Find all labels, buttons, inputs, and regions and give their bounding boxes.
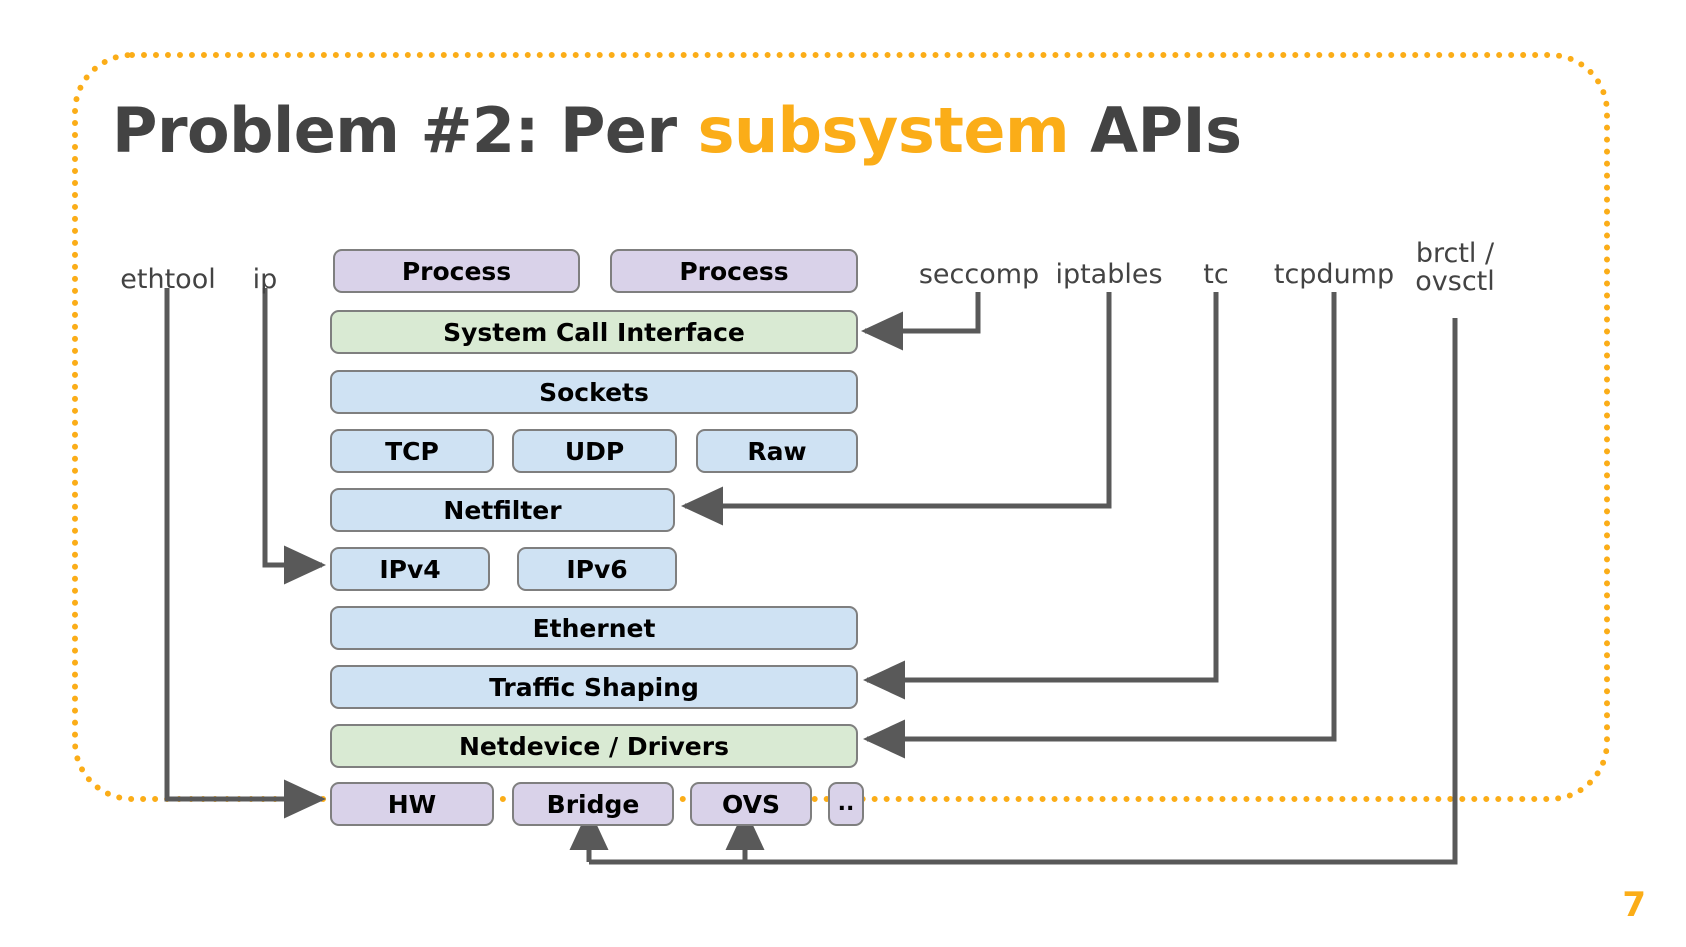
stack-box-more[interactable]: ..	[828, 782, 864, 826]
stack-box-ipv6[interactable]: IPv6	[517, 547, 677, 591]
wire-tcpdump-netdevice	[862, 292, 1337, 759]
stack-box-bridge[interactable]: Bridge	[512, 782, 674, 826]
wire-ethtool-hw	[164, 288, 327, 819]
stack-box-sockets[interactable]: Sockets	[330, 370, 858, 414]
stack-box-netfilter[interactable]: Netfilter	[330, 488, 675, 532]
stack-box-system-call-interface[interactable]: System Call Interface	[330, 310, 858, 354]
stack-box-traffic-shaping[interactable]: Traffic Shaping	[330, 665, 858, 709]
tool-label-iptables: iptables	[1055, 259, 1163, 290]
tool-label-brctl: brctl / ovsctl	[1399, 238, 1511, 298]
wire-tc-traffic-shaping	[862, 292, 1219, 700]
stack-box-tcp[interactable]: TCP	[330, 429, 494, 473]
title-highlight: subsystem	[697, 94, 1070, 167]
stack-box-process-1[interactable]: Process	[333, 249, 580, 293]
wire-ip-ipv4	[262, 288, 327, 585]
page-title: Problem #2: Per subsystem APIs	[112, 94, 1242, 167]
tool-label-tc: tc	[1203, 259, 1229, 290]
stack-box-ipv4[interactable]: IPv4	[330, 547, 490, 591]
tool-label-ovsctl-line2: ovsctl	[1415, 266, 1495, 298]
tool-label-seccomp: seccomp	[918, 259, 1040, 290]
tool-label-ethtool: ethtool	[120, 264, 216, 295]
stack-box-ovs[interactable]: OVS	[690, 782, 812, 826]
stack-box-netdevice-drivers[interactable]: Netdevice / Drivers	[330, 724, 858, 768]
page-number: 7	[1622, 885, 1646, 925]
tool-label-tcpdump: tcpdump	[1273, 259, 1395, 290]
title-prefix: Problem #2: Per	[112, 94, 698, 167]
wire-seccomp-syscall	[860, 292, 981, 351]
stack-box-ethernet[interactable]: Ethernet	[330, 606, 858, 650]
tool-label-ip: ip	[252, 264, 278, 295]
stack-box-raw[interactable]: Raw	[696, 429, 858, 473]
title-suffix: APIs	[1069, 94, 1242, 167]
stack-box-process-2[interactable]: Process	[610, 249, 858, 293]
tool-label-brctl-line1: brctl /	[1415, 238, 1495, 269]
stack-box-udp[interactable]: UDP	[512, 429, 677, 473]
stack-box-hw[interactable]: HW	[330, 782, 494, 826]
